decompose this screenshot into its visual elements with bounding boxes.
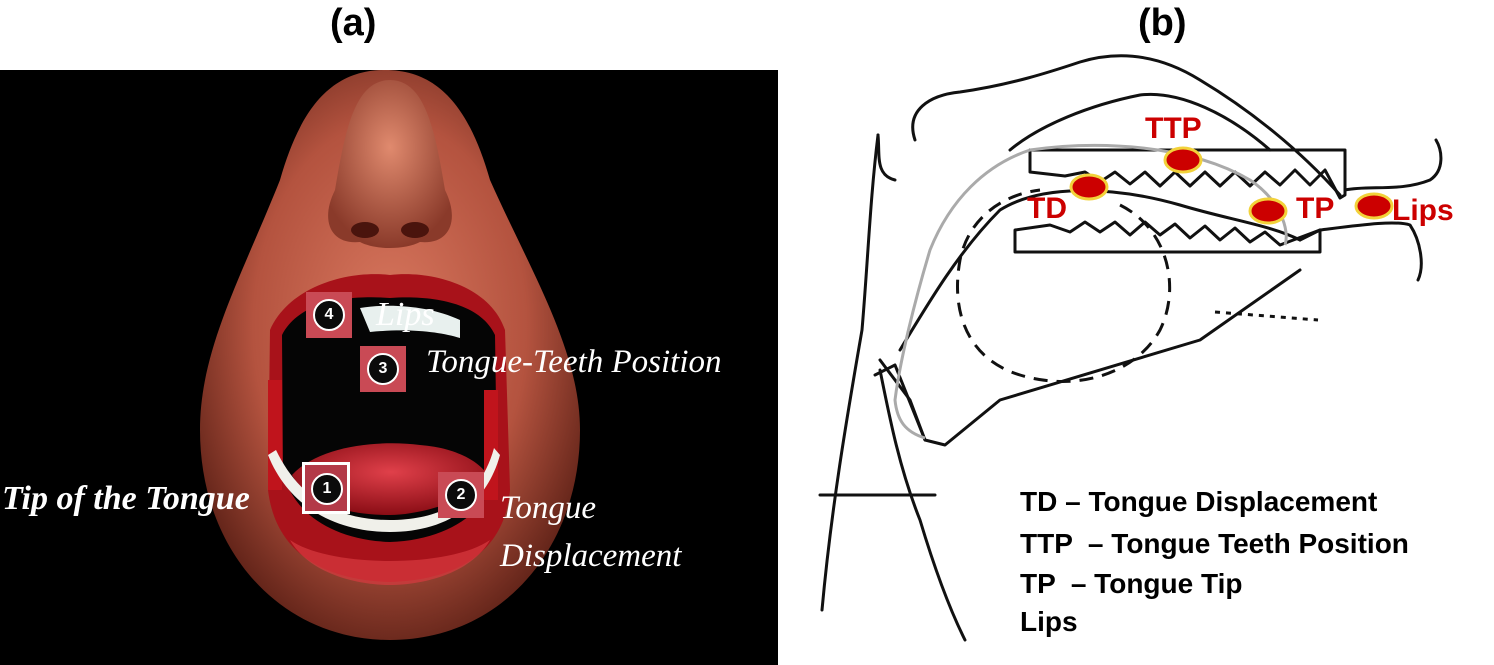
marker-3-number: 3	[367, 353, 399, 385]
marker-4-lips: 4	[306, 292, 352, 338]
marker-4-number: 4	[313, 299, 345, 331]
marker-2-number: 2	[445, 479, 477, 511]
dashed-circle	[956, 188, 1172, 383]
tag-td: TD	[1027, 192, 1067, 225]
label-tip-of-the-tongue: Tip of the Tongue	[2, 480, 250, 517]
lower-lip	[1318, 221, 1423, 282]
marker-1-number: 1	[311, 473, 343, 505]
sensor-lips	[1354, 192, 1394, 220]
tag-tp: TP	[1296, 192, 1335, 225]
label-lips: Lips	[376, 296, 435, 333]
marker-1-tip-of-tongue: 1	[302, 462, 350, 514]
tag-lips: Lips	[1392, 194, 1454, 227]
vocal-tract-diagram	[818, 54, 1443, 642]
jaw-line	[878, 368, 967, 642]
legend-ttp: TTP – Tongue Teeth Position	[1020, 528, 1409, 559]
marker-2-tongue-displacement: 2	[438, 472, 484, 518]
tongue-body	[898, 189, 1302, 352]
panel-a-title: (a)	[330, 2, 377, 44]
sensor-td	[1069, 173, 1109, 201]
label-tongue-teeth-position: Tongue-Teeth Position	[426, 344, 722, 380]
tag-ttp: TTP	[1145, 112, 1202, 145]
tongue-gray-contour	[893, 143, 1288, 440]
sensor-ttp	[1163, 146, 1203, 174]
mouth-photo-panel: 4 Lips 3 Tongue-Teeth Position 1 Tip of …	[0, 70, 778, 665]
legend-tp: TP – Tongue Tip	[1020, 568, 1243, 599]
sensor-tp	[1248, 197, 1288, 225]
upper-teeth	[360, 305, 460, 338]
lower-teeth-bar	[1013, 220, 1322, 254]
nose-shape	[328, 80, 452, 248]
label-displacement: Displacement	[500, 538, 682, 574]
marker-3-tongue-teeth-position: 3	[360, 346, 406, 392]
head-outline	[911, 54, 1342, 197]
upper-lip	[1343, 138, 1443, 192]
legend-lips: Lips	[1020, 606, 1078, 637]
label-tongue: Tongue	[500, 490, 596, 526]
pharynx-wall	[820, 133, 880, 612]
panel-b-title: (b)	[1138, 2, 1187, 44]
legend-td: TD – Tongue Displacement	[1020, 486, 1378, 517]
